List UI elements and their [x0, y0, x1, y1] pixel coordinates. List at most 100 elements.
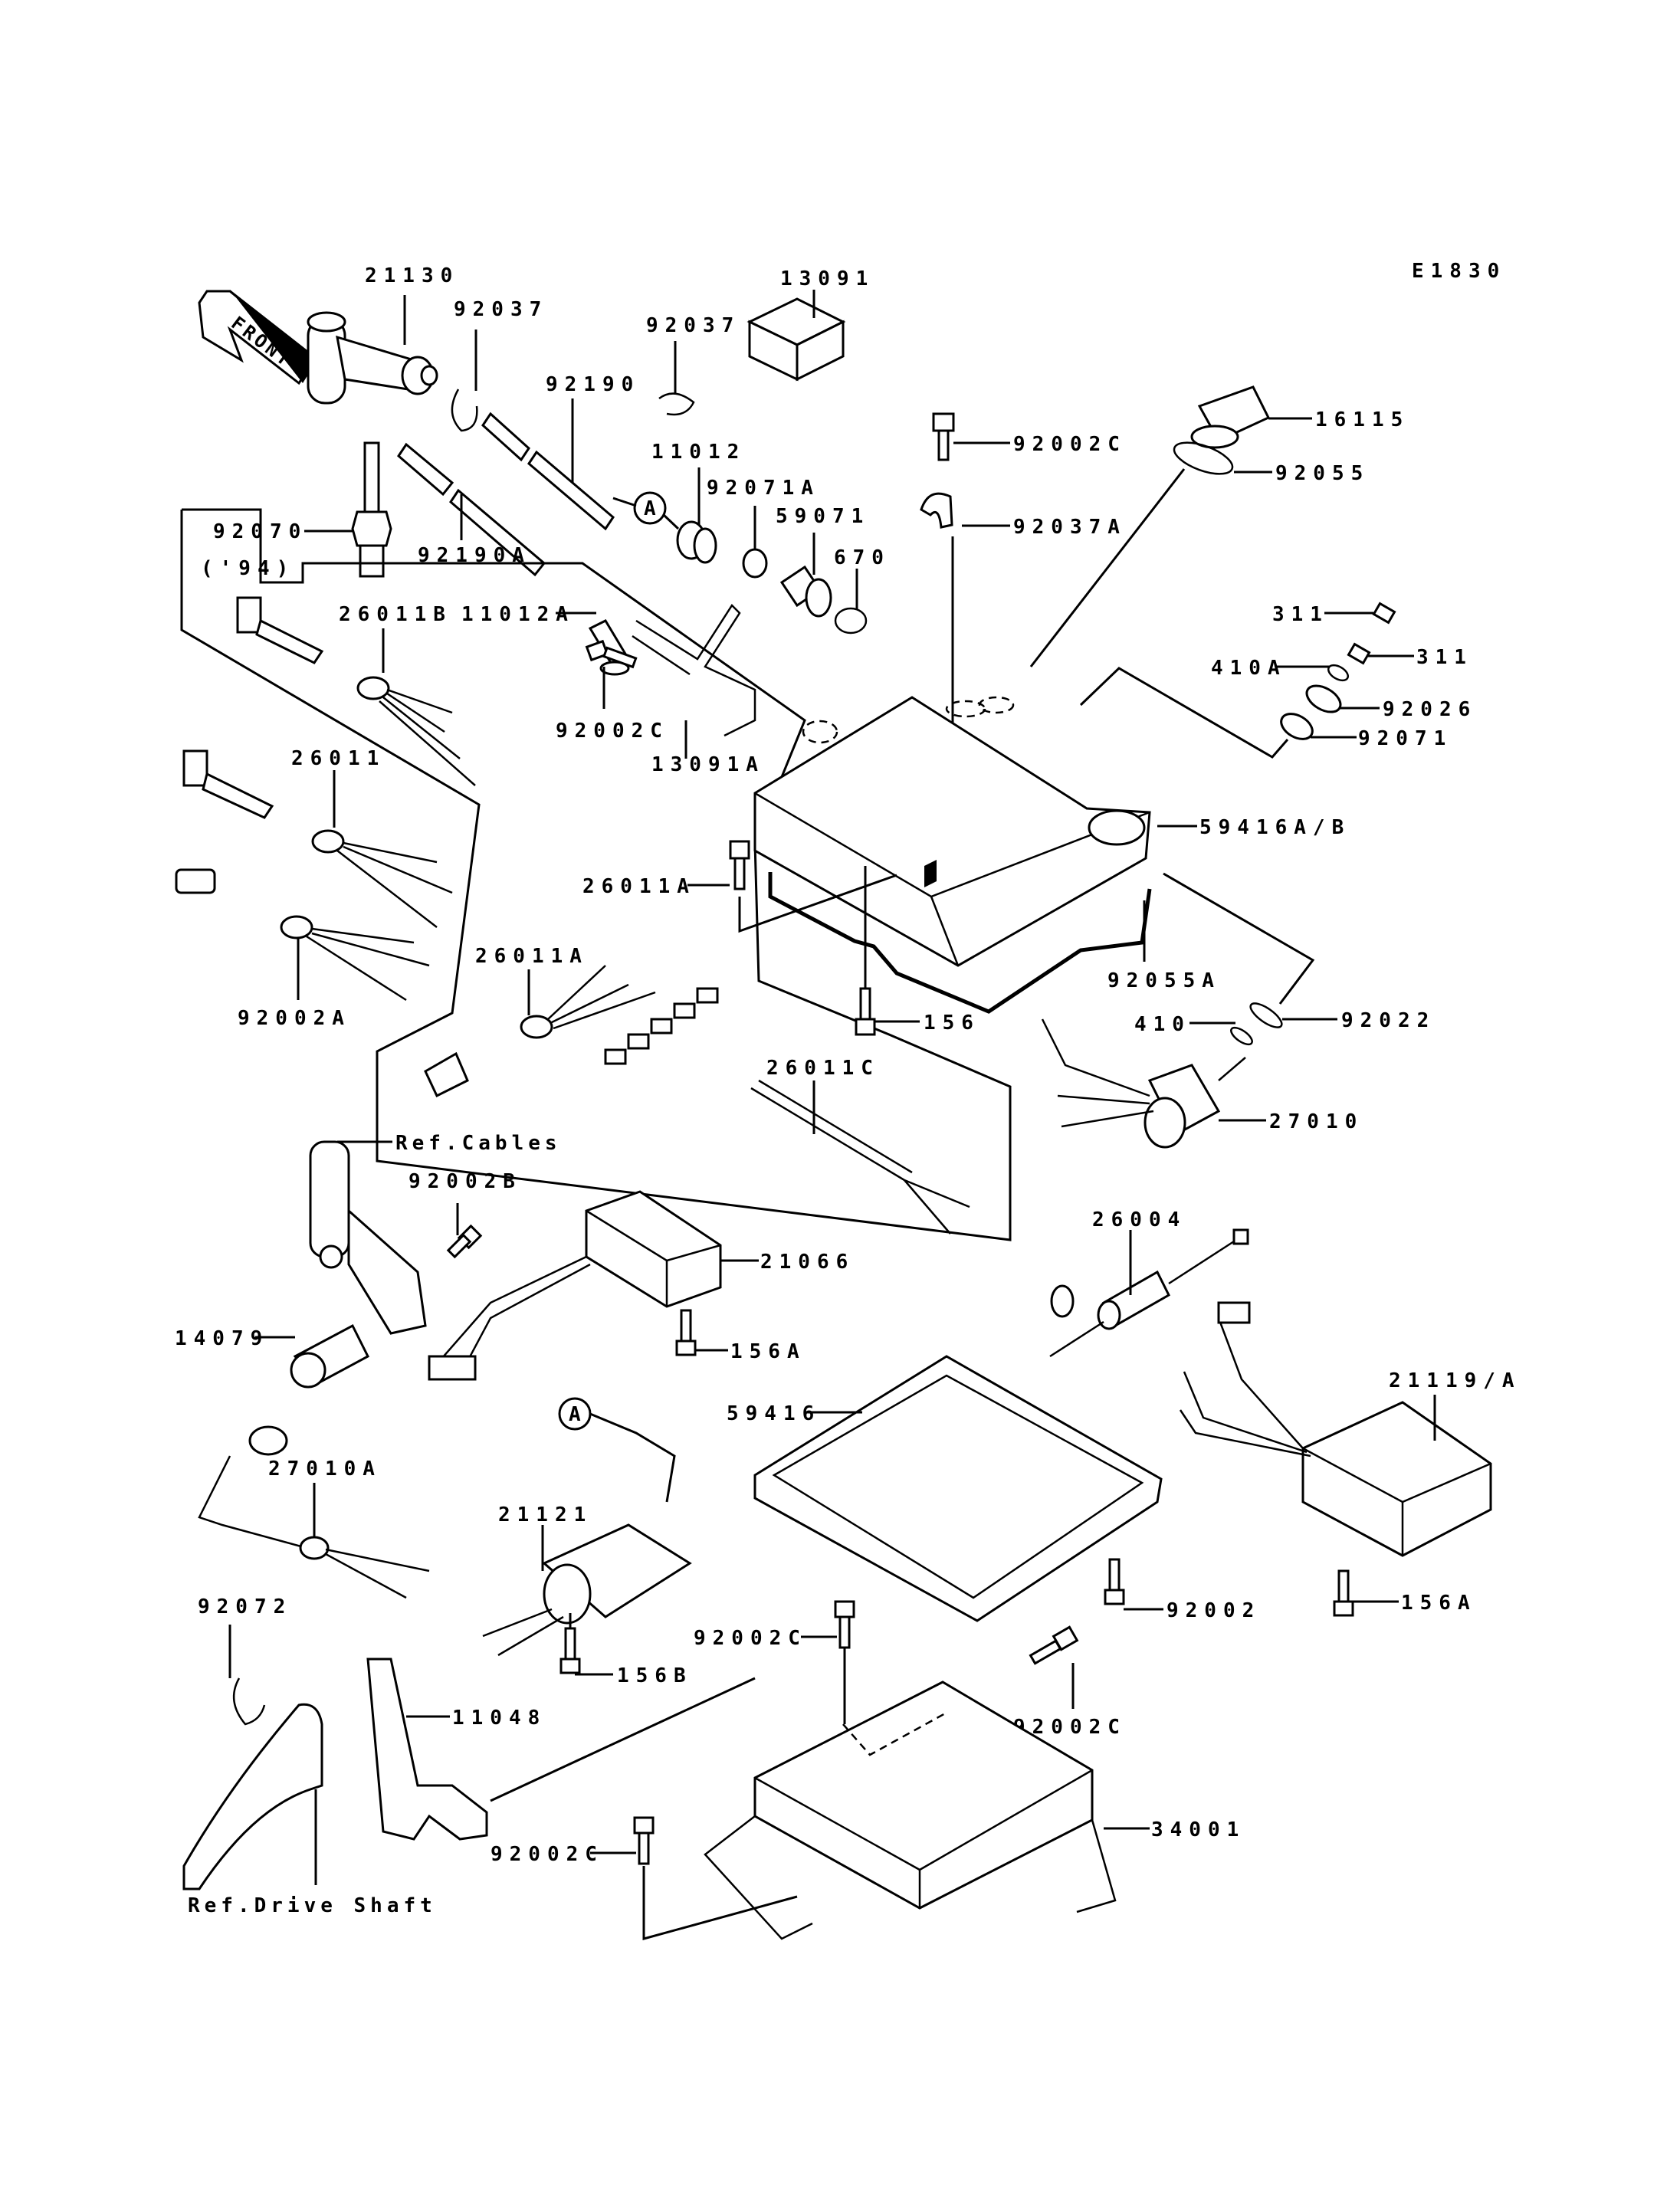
label-92037-b: 92037	[646, 314, 740, 337]
label-26011B: 26011B	[339, 603, 452, 626]
label-26011: 26011	[291, 747, 386, 770]
bracket-ref-cables	[309, 1140, 427, 1335]
bolt-92002C-top	[932, 412, 955, 461]
label-59416AB: 59416A/B	[1199, 816, 1350, 839]
label-11048: 11048	[452, 1707, 546, 1730]
oring-92055	[1173, 441, 1234, 475]
base-plate-59416	[753, 1355, 1163, 1622]
label-27010: 27010	[1269, 1110, 1363, 1133]
clamp-92037A	[920, 492, 953, 529]
bolt-156	[855, 987, 876, 1036]
housing-59416AB	[753, 696, 1151, 967]
bolt-156A-right	[1333, 1569, 1354, 1617]
label-16115: 16115	[1315, 408, 1409, 431]
label-26011A-left: 92002A	[238, 1007, 351, 1030]
tray-34001	[704, 1681, 1117, 1940]
label-92055A: 92055A	[1107, 969, 1221, 992]
label-92026: 92026	[1383, 698, 1477, 721]
bolt-92002C-right	[1029, 1625, 1079, 1665]
label-92002C-top: 92002C	[1013, 433, 1127, 456]
bolt-156B	[559, 1627, 581, 1674]
label-92002C-mid: 92002C	[694, 1627, 807, 1650]
label-311-b: 311	[1416, 646, 1473, 669]
label-156: 156	[924, 1012, 980, 1035]
bolt-92002C-mid	[834, 1600, 855, 1649]
label-13091A: 13091A	[651, 753, 765, 776]
label-92002C-bottom: 92002C	[491, 1843, 604, 1866]
bolt-92002C-left	[585, 639, 638, 669]
label-156A-mid: 156A	[730, 1340, 806, 1363]
label-11012: 11012	[651, 441, 746, 464]
label-92190: 92190	[546, 373, 640, 396]
fitting-59071	[779, 565, 832, 618]
bolt-92002B	[446, 1224, 483, 1259]
label-92037A: 92037A	[1013, 516, 1127, 539]
label-410: 410	[1134, 1013, 1191, 1036]
front-arrow-icon: FRONT	[198, 290, 318, 385]
label-13091: 13091	[780, 267, 874, 290]
bracket-13091	[746, 297, 846, 382]
marker-a-top	[633, 491, 667, 525]
label-34001: 34001	[1151, 1818, 1245, 1841]
nut-311-a	[1372, 602, 1396, 625]
svg-text:A: A	[569, 1403, 581, 1426]
harness-26011B	[236, 596, 476, 786]
grommet-92026	[1305, 684, 1342, 713]
label-156A-right: 156A	[1401, 1592, 1477, 1615]
diagram-code: E1830	[1412, 260, 1506, 283]
bolt-92002C-bottom	[633, 1816, 655, 1865]
label-92002B: 92002B	[409, 1170, 522, 1193]
cap-16115	[1190, 385, 1271, 449]
label-21066: 21066	[760, 1251, 855, 1274]
fuse-holder-26004	[1049, 1228, 1249, 1358]
harness-26011A-left	[175, 868, 430, 1002]
label-21130: 21130	[365, 264, 459, 287]
ignition-coil-21121	[482, 1523, 692, 1657]
bracket-11048	[366, 1658, 488, 1841]
spark-plug-cap	[307, 311, 438, 405]
label-92002C-left: 92002C	[556, 720, 669, 743]
tube-92190	[481, 412, 615, 531]
label-59416: 59416	[727, 1402, 821, 1425]
label-21121: 21121	[498, 1503, 592, 1526]
label-92070: 92070	[213, 520, 307, 543]
ref-cables-label: Ref.Cables	[395, 1132, 562, 1155]
bolt-156A-mid	[675, 1309, 697, 1356]
gasket-92055A	[768, 872, 1152, 1014]
switch-27010	[1041, 1018, 1246, 1149]
regulator-21066	[428, 1190, 722, 1381]
cdi-box-21119A	[1179, 1301, 1492, 1557]
bolt-92002A	[729, 840, 750, 890]
washer-410	[1230, 1026, 1253, 1046]
oring-670	[834, 607, 868, 635]
label-92037-a: 92037	[454, 298, 548, 321]
label-26004: 26004	[1092, 1208, 1186, 1231]
washer-92022	[1249, 1002, 1283, 1028]
group-outline-94	[180, 508, 1012, 1241]
clip-92037	[451, 389, 478, 432]
grommet-92071A	[742, 548, 768, 579]
harness-26011	[182, 749, 453, 928]
harness-26011C	[604, 987, 970, 1235]
label-92071: 92071	[1358, 727, 1452, 750]
nut-311-b	[1347, 642, 1371, 665]
svg-text:A: A	[644, 497, 656, 520]
spark-plug	[351, 441, 392, 578]
label-156B: 156B	[617, 1664, 693, 1687]
label-27010A: 27010A	[268, 1458, 382, 1481]
clip-92072	[232, 1677, 266, 1726]
harness-26011A-mid	[424, 965, 656, 1098]
bracket-ref-drive-shaft	[182, 1703, 323, 1890]
label-21119A: 21119/A	[1389, 1369, 1521, 1392]
year-note: ('94)	[201, 557, 295, 580]
label-92022: 92022	[1341, 1009, 1436, 1032]
bracket-13091A	[632, 604, 756, 737]
label-11012A: 11012A	[461, 603, 575, 626]
label-311-a: 311	[1272, 603, 1329, 626]
label-14079: 14079	[175, 1327, 269, 1350]
label-670: 670	[834, 546, 891, 569]
cap-11012	[676, 520, 717, 564]
label-26011A-mid: 26011A	[475, 945, 589, 968]
label-92055: 92055	[1275, 462, 1370, 485]
tube-92190A	[397, 442, 546, 577]
